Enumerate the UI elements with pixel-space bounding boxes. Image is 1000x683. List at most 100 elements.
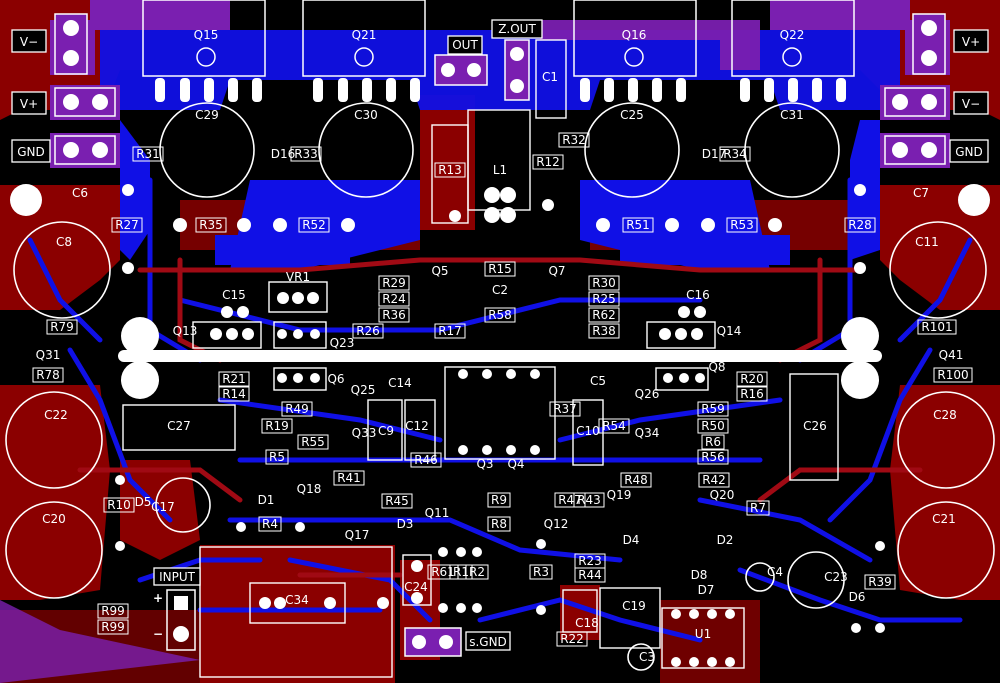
component-label-r21: R21: [222, 372, 246, 386]
component-label-c17: C17: [151, 500, 175, 514]
label-v-plus-right: V+: [962, 35, 980, 49]
component-label-c6: C6: [72, 186, 88, 200]
component-label-r31: R31: [136, 147, 160, 161]
label-v-minus-right: V−: [962, 97, 980, 111]
component-label-r49: R49: [285, 402, 309, 416]
component-label-c7: C7: [913, 186, 929, 200]
component-label-r41: R41: [337, 471, 361, 485]
component-label-l1: L1: [493, 163, 507, 177]
component-label-r3: R3: [533, 565, 549, 579]
component-label-c21: C21: [932, 512, 956, 526]
label-v-plus-left: V+: [20, 97, 38, 111]
component-body-r15: [484, 261, 516, 277]
component-body-r32: [558, 132, 590, 148]
component-label-r44: R44: [578, 568, 602, 582]
component-body-r45: [381, 493, 413, 509]
label-gnd-left: GND: [17, 145, 45, 159]
component-label-q17: Q17: [345, 528, 370, 542]
component-label-c2: C2: [492, 283, 508, 297]
component-body-r47: [554, 492, 586, 508]
component-label-q6: Q6: [327, 372, 344, 386]
component-body-r20: [736, 371, 768, 387]
component-body-r59: [697, 401, 729, 417]
component-label-q14: Q14: [717, 324, 742, 338]
component-body-r101: [917, 319, 957, 335]
component-body-r53: [726, 217, 758, 233]
component-label-r100: R100: [937, 368, 968, 382]
component-label-c8: C8: [56, 235, 72, 249]
component-body-r56: [697, 449, 729, 465]
component-label-q21: Q21: [352, 28, 377, 42]
component-body-r22: [556, 631, 588, 647]
component-label-c31: C31: [780, 108, 804, 122]
component-body-r99: [97, 619, 129, 635]
component-body-r61: [427, 564, 459, 580]
component-label-r22: R22: [560, 632, 584, 646]
component-label-q3: Q3: [476, 457, 493, 471]
component-label-r61: R61: [431, 565, 455, 579]
component-label-d3: D3: [397, 517, 414, 531]
power-transistor-pads: [155, 78, 846, 102]
component-outlines: [122, 39, 839, 678]
component-body-r34: [719, 146, 751, 162]
component-label-u1: U1: [695, 627, 711, 641]
component-body-r44: [574, 567, 606, 583]
component-label-r53: R53: [730, 218, 754, 232]
component-label-q13: Q13: [173, 324, 198, 338]
heatsink-bar: [118, 350, 882, 362]
component-body-r28: [844, 217, 876, 233]
component-label-c15: C15: [222, 288, 246, 302]
component-label-c34: C34: [285, 593, 309, 607]
component-label-r29: R29: [382, 276, 406, 290]
component-label-r55: R55: [301, 435, 325, 449]
component-label-r51: R51: [626, 218, 650, 232]
label-s-gnd: s.GND: [469, 635, 507, 649]
component-label-q15: Q15: [194, 28, 219, 42]
component-label-q16: Q16: [622, 28, 647, 42]
component-label-d6: D6: [849, 590, 866, 604]
label-out: OUT: [452, 38, 478, 52]
traces-bottom: [27, 177, 973, 643]
component-label-r26: R26: [356, 324, 380, 338]
component-body-r37: [549, 401, 581, 417]
component-body-r7: [746, 500, 770, 516]
component-label-c12: C12: [405, 419, 429, 433]
component-label-r2: R2: [469, 565, 485, 579]
component-label-c11: C11: [915, 235, 939, 249]
component-label-r101: R101: [921, 320, 952, 334]
component-label-r6: R6: [705, 435, 721, 449]
component-label-d4: D4: [623, 533, 640, 547]
component-body-r55: [297, 434, 329, 450]
component-label-r48: R48: [624, 473, 648, 487]
component-label-q7: Q7: [548, 264, 565, 278]
component-label-r42: R42: [702, 473, 726, 487]
component-body-r41: [333, 470, 365, 486]
component-label-q26: Q26: [635, 387, 660, 401]
component-body-r62: [588, 307, 620, 323]
component-body-r10: [103, 497, 135, 513]
component-label-c22: C22: [44, 408, 68, 422]
component-label-c3: C3: [639, 650, 655, 664]
component-label-r58: R58: [488, 308, 512, 322]
electrolytic-capacitors: [5, 102, 995, 671]
component-label-q25: Q25: [351, 383, 376, 397]
component-label-r15: R15: [488, 262, 512, 276]
component-label-r36: R36: [382, 308, 406, 322]
component-body-r26: [352, 323, 384, 339]
component-body-r52: [298, 217, 330, 233]
component-label-r35: R35: [199, 218, 223, 232]
component-label-r8: R8: [491, 517, 507, 531]
component-label-r23: R23: [578, 554, 602, 568]
component-label-c20: C20: [42, 512, 66, 526]
component-label-r43: R43: [577, 493, 601, 507]
component-label-r30: R30: [592, 276, 616, 290]
component-label-r79: R79: [50, 320, 74, 334]
component-label-r28: R28: [848, 218, 872, 232]
connector-labels: V− V+ GND V+ V− GND OUT Z.OUT INPUT + − …: [11, 19, 989, 651]
component-label-r47: R47: [558, 493, 582, 507]
component-body-r3: [529, 564, 553, 580]
component-label-c4: C4: [767, 565, 783, 579]
component-label-r46: R46: [414, 453, 438, 467]
label-gnd-right: GND: [955, 145, 983, 159]
